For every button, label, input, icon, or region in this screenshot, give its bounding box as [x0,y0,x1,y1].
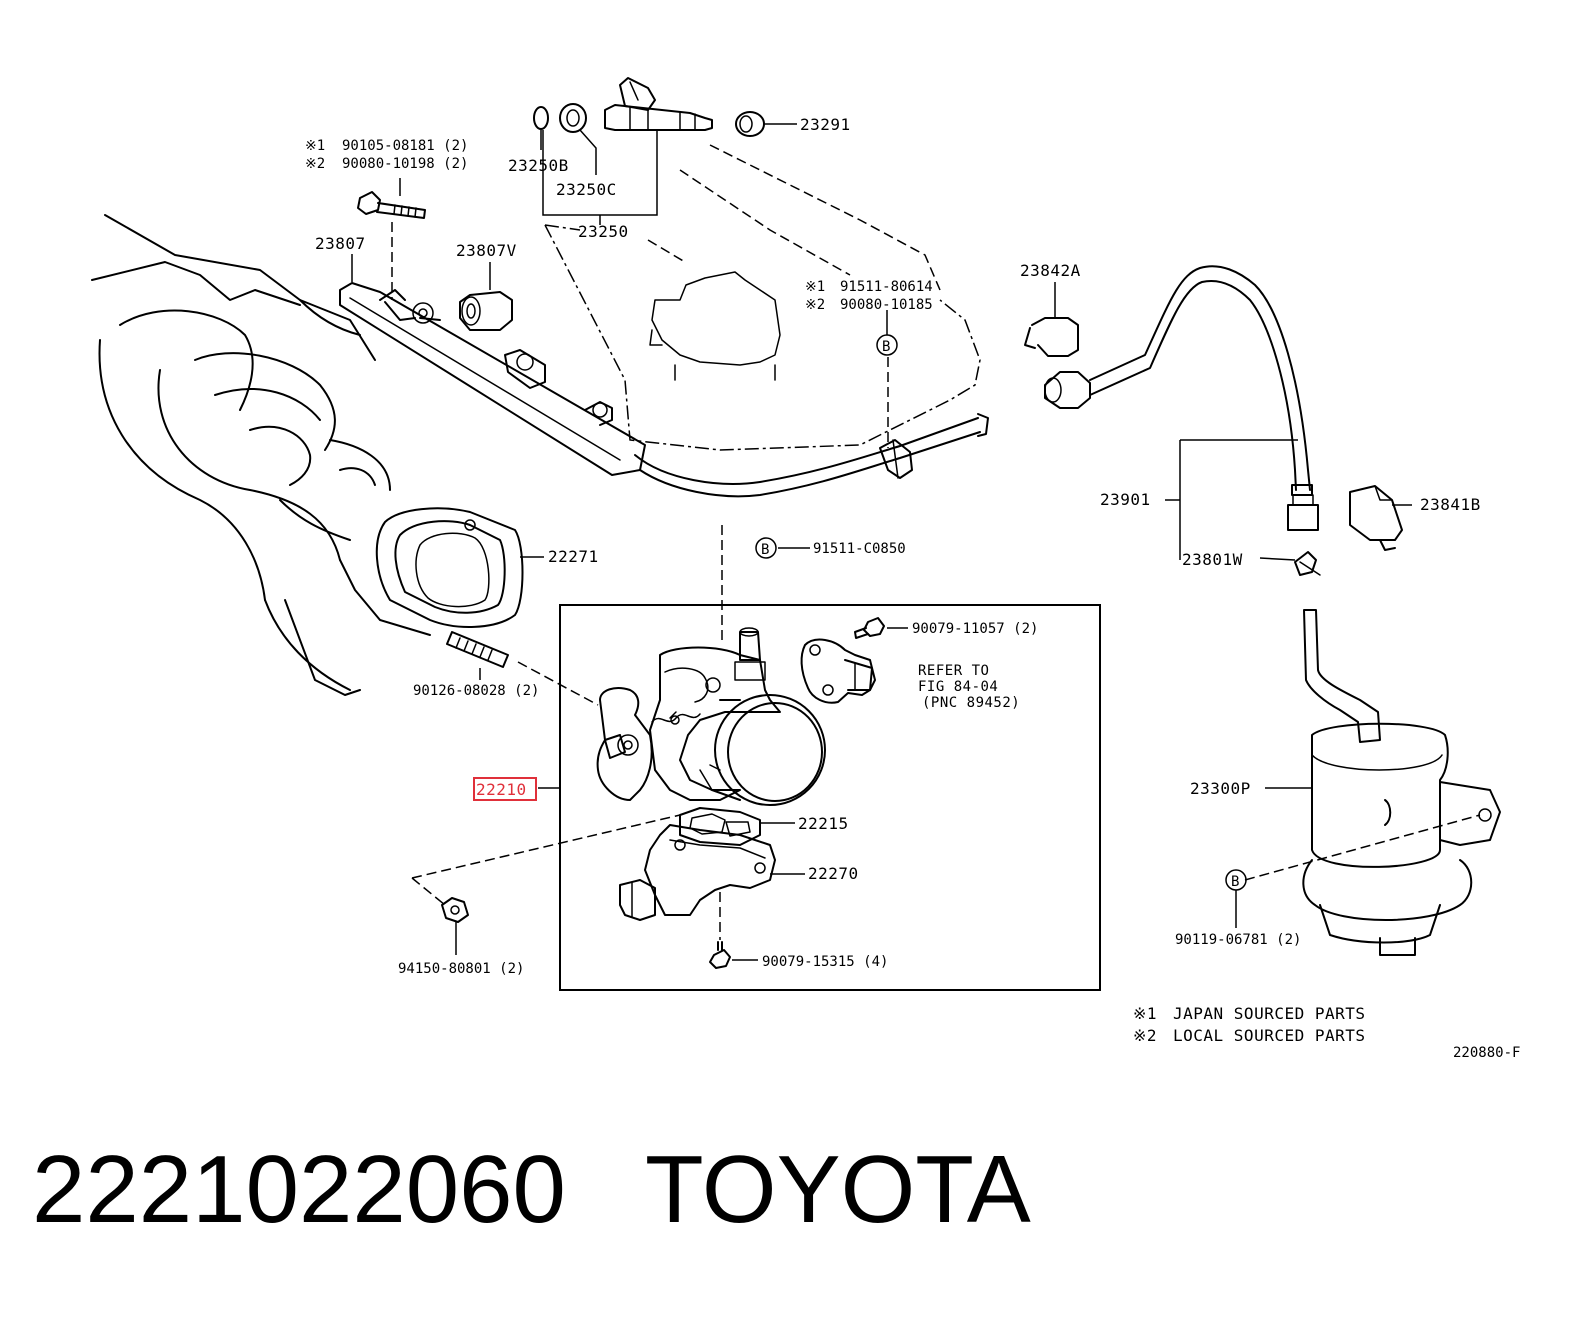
gasket-22271-drawing [375,507,524,628]
label-91511-C0850: 91511-C0850 [813,541,906,557]
intake-manifold-drawing [91,214,431,696]
brand-title: TOYOTA [645,1136,1031,1243]
label-90079-11057: 90079-11057 (2) [912,621,1038,637]
legend-mark-2: ※2 [1133,1026,1157,1045]
guide-lines [411,357,1481,906]
note-mark-1: ※1 [805,279,825,295]
label-22271: 22271 [548,547,599,566]
head-cover-outline [544,144,981,451]
bracket-23841B-drawing [1349,485,1403,551]
filter-23300P-drawing [1302,609,1501,956]
refer-line-1: REFER TO [918,663,989,679]
label-22215: 22215 [798,814,849,833]
b-marker-label: B [761,542,769,558]
injector-23250-drawing [533,77,765,225]
label-23841B: 23841B [1420,495,1481,514]
throttle-body-box [559,604,1101,991]
part-number-title: 2221022060 [32,1136,566,1243]
b-markers: B B B [755,334,1247,891]
screw-90079-11057-drawing [854,617,885,639]
fuel-rail-23807-drawing [339,282,989,498]
label-23807V: 23807V [456,241,517,260]
b-marker-circle [755,537,777,559]
refer-line-3: (PNC 89452) [922,695,1020,711]
label-23250C: 23250C [556,180,617,199]
note-mark-2: ※2 [305,156,325,172]
label-22270: 22270 [808,864,859,883]
inj-part-number-1: 91511-80614 [840,279,933,295]
label-23250B: 23250B [508,156,569,175]
b-marker-label: B [1231,874,1239,890]
bolt-part-number-2: 90080-10198 (2) [342,156,468,172]
screw-90079-15315-drawing [709,892,731,969]
bolt-part-number-1: 90105-08181 (2) [342,138,468,154]
label-90079-15315: 90079-15315 (4) [762,954,888,970]
label-23901: 23901 [1100,490,1151,509]
legend-mark-1: ※1 [1133,1004,1157,1023]
note-mark-2: ※2 [805,297,825,313]
label-94150-80801: 94150-80801 (2) [398,961,524,977]
label-23842A: 23842A [1020,261,1081,280]
throttle-body-22210-drawing [596,627,826,806]
grommet-23807V-drawing [459,291,513,331]
label-23300P: 23300P [1190,779,1251,798]
label-22210: 22210 [476,780,527,799]
label-23807: 23807 [315,234,366,253]
throttle-sensor-drawing [800,638,876,704]
label-23291: 23291 [800,115,851,134]
label-23801W: 23801W [1182,550,1243,569]
gasket-22215-drawing [679,807,761,846]
label-90119-06781: 90119-06781 (2) [1175,932,1301,948]
legend-japan-sourced: JAPAN SOURCED PARTS [1173,1004,1366,1023]
nut-94150-drawing [441,897,469,923]
inj-part-number-2: 90080-10185 [840,297,933,313]
diagram-code: 220880-F [1453,1045,1520,1061]
stud-90126-08028-drawing [446,631,509,668]
label-90126-08028: 90126-08028 (2) [413,683,539,699]
highlight-box-22210 [473,777,537,801]
part-labels: 23291 23250B 23250C 23250 ※1 90105-08181… [305,115,1520,1061]
legend-local-sourced: LOCAL SOURCED PARTS [1173,1026,1366,1045]
label-23250: 23250 [578,222,629,241]
b-marker-label: B [882,339,890,355]
iac-22270-drawing [619,824,776,921]
note-mark-1: ※1 [305,138,325,154]
leader-lines [351,123,1412,961]
fuel-hose-23901-drawing [1024,265,1319,560]
bolt-90105-drawing [357,191,426,300]
clip-23801W-drawing [1294,551,1321,576]
refer-line-2: FIG 84-04 [918,679,998,695]
